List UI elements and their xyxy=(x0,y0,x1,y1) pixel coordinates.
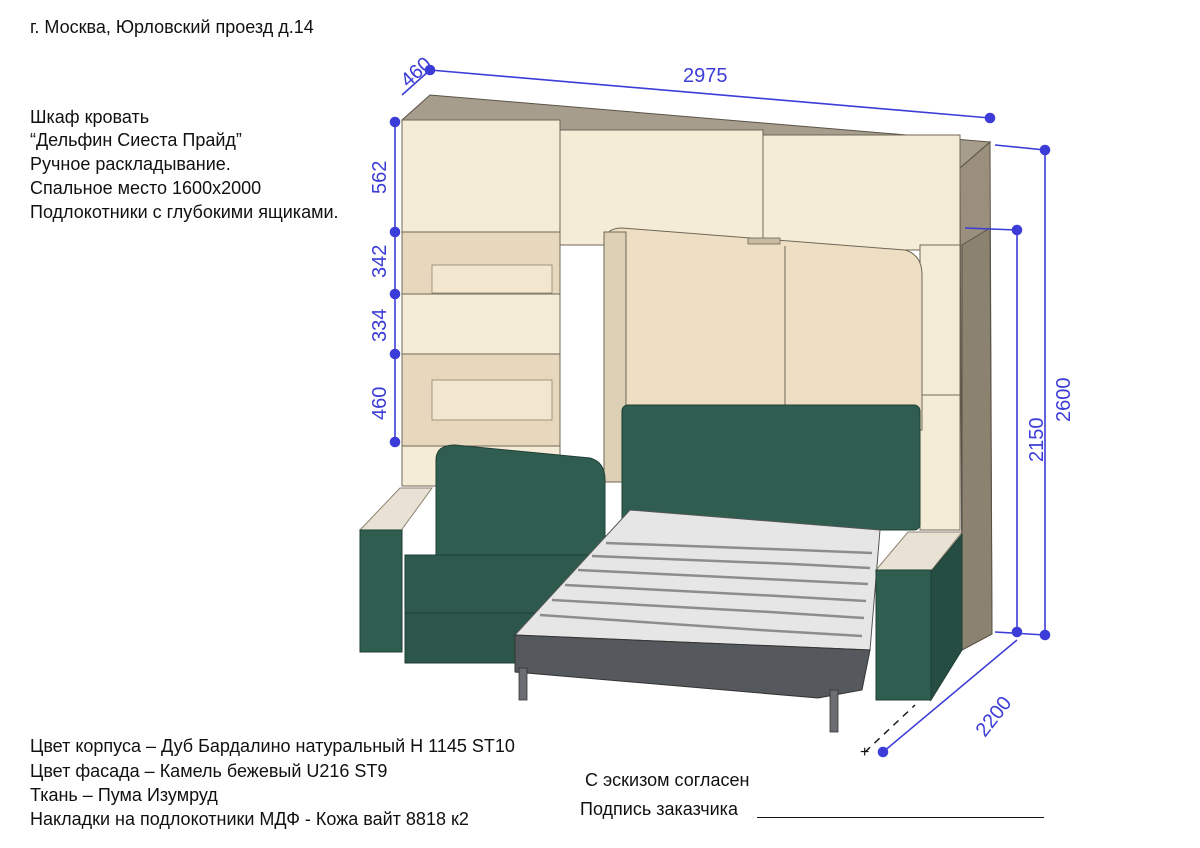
bed-leg-right xyxy=(829,689,839,733)
bed-handle xyxy=(747,237,781,245)
dimension-point xyxy=(1011,224,1023,236)
left-armrest xyxy=(359,529,403,653)
dimension-point xyxy=(1039,629,1051,641)
dimension-point xyxy=(389,226,401,238)
dimension-point xyxy=(877,746,889,758)
bed-frame-rail xyxy=(514,634,871,699)
product-line: Спальное место 1600х2000 xyxy=(30,178,262,198)
bed-module-back xyxy=(603,227,923,431)
dim-section-2-label: 342 xyxy=(369,245,391,278)
product-line: Подлокотники с глубокими ящиками. xyxy=(30,202,339,222)
approval-text: С эскизом согласен xyxy=(585,770,750,790)
spec-line: Цвет корпуса – Дуб Бардалино натуральный… xyxy=(30,736,515,756)
dim-section-3-label: 334 xyxy=(369,309,391,342)
left-armrest-top xyxy=(358,487,433,533)
right-column-facade-1 xyxy=(919,244,961,396)
left-shelf-lower-inner xyxy=(431,379,553,421)
top-centre-facade-2 xyxy=(762,134,961,251)
dim-depth-label: 460 xyxy=(397,53,437,92)
right-column-facade-2 xyxy=(919,394,961,531)
dim-section-1-label: 562 xyxy=(369,161,391,194)
address-text: г. Москва, Юрловский проезд д.14 xyxy=(30,17,314,37)
top-centre-facade-1 xyxy=(559,129,764,246)
left-shelf-upper-inner xyxy=(431,264,553,294)
dim-section-4-label: 460 xyxy=(369,387,391,420)
product-line: “Дельфин Сиеста Прайд” xyxy=(30,130,242,150)
dim-bed-length-label: 2200 xyxy=(972,692,1017,741)
spec-line: Ткань – Пума Изумруд xyxy=(30,785,218,805)
spec-line: Цвет фасада – Камель бежевый U216 ST9 xyxy=(30,761,388,781)
product-line: Ручное раскладывание. xyxy=(30,154,231,174)
dimension-lines xyxy=(389,64,1051,758)
bed-length-extension xyxy=(864,704,916,753)
dimension-point xyxy=(389,436,401,448)
bed-module-side xyxy=(603,231,627,483)
left-drawer-facade xyxy=(401,293,561,355)
dimension-point xyxy=(1039,144,1051,156)
right-armrest-side xyxy=(930,532,963,702)
dimension-point xyxy=(1011,626,1023,638)
sofa-backrest xyxy=(435,444,606,561)
dim-width-label: 2975 xyxy=(683,65,728,87)
dimension-point xyxy=(389,116,401,128)
left-top-facade xyxy=(401,119,561,233)
spec-line: Накладки на подлокотники МДФ - Кожа вайт… xyxy=(30,809,469,829)
right-side-step xyxy=(961,227,993,651)
signature-line xyxy=(757,817,1044,818)
bed-leg-left xyxy=(518,667,528,701)
right-armrest xyxy=(875,569,932,701)
headboard xyxy=(621,404,921,531)
dimension-point xyxy=(984,112,996,124)
dim-height-bed-label: 2150 xyxy=(1026,418,1048,463)
product-line: Шкаф кровать xyxy=(30,107,150,127)
bed-length-cross: + xyxy=(860,744,869,761)
signature-label: Подпись заказчика xyxy=(580,799,738,819)
dimension-point xyxy=(389,288,401,300)
bed-slats xyxy=(539,541,873,638)
dimension-point xyxy=(389,348,401,360)
dim-height-total-label: 2600 xyxy=(1053,378,1075,423)
